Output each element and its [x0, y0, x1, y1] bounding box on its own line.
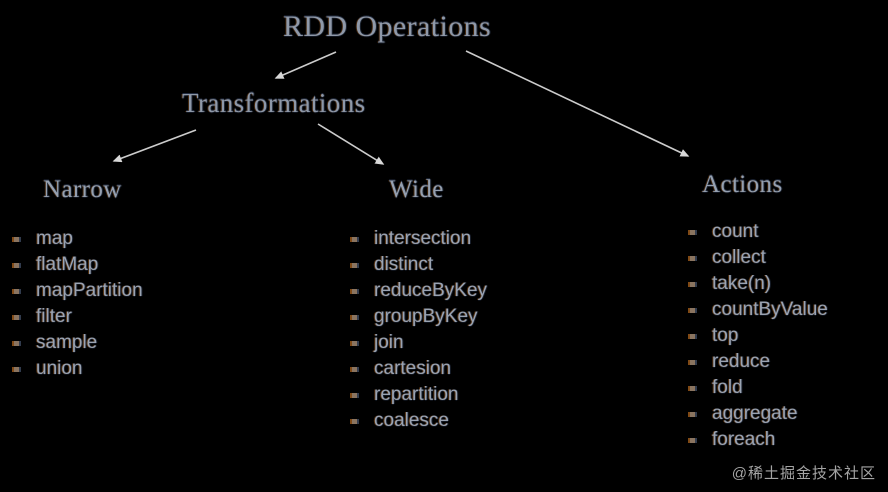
column-actions-list: count collect take(n) countByValue top r…	[690, 219, 828, 453]
bullet-icon	[690, 256, 695, 261]
list-item-label: coalesce	[374, 410, 449, 431]
list-item-label: cartesion	[374, 358, 452, 379]
arrow-transformations-to-narrow	[112, 129, 197, 163]
transformations-heading: Transformations	[182, 88, 366, 118]
bullet-icon	[352, 367, 357, 372]
list-item-label: join	[374, 332, 404, 353]
bullet-icon	[14, 237, 19, 242]
list-item-label: aggregate	[712, 403, 798, 424]
arrow-root-to-transformations	[274, 51, 337, 79]
list-item-label: fold	[712, 377, 743, 398]
list-item: mapPartition	[14, 278, 143, 304]
list-item: fold	[690, 375, 828, 401]
list-item-label: mapPartition	[36, 280, 143, 301]
bullet-icon	[352, 289, 357, 294]
arrow-transformations-to-wide	[317, 123, 385, 165]
list-item: map	[14, 226, 143, 252]
list-item-label: intersection	[374, 228, 472, 249]
list-item: join	[352, 330, 487, 356]
column-narrow-heading: Narrow	[43, 176, 122, 203]
bullet-icon	[690, 308, 695, 313]
list-item: filter	[14, 304, 143, 330]
list-item-label: distinct	[374, 254, 434, 275]
list-item: sample	[14, 330, 143, 356]
column-wide-list: intersection distinct reduceByKey groupB…	[352, 226, 487, 434]
list-item: distinct	[352, 252, 487, 278]
list-item-label: filter	[36, 306, 72, 327]
arrow-root-to-actions	[465, 50, 690, 157]
diagram-title: RDD Operations	[283, 10, 492, 43]
bullet-icon	[352, 237, 357, 242]
list-item-label: top	[712, 325, 739, 346]
column-wide-heading: Wide	[389, 176, 444, 203]
column-narrow-list: map flatMap mapPartition filter sample u…	[14, 226, 143, 382]
list-item-label: take(n)	[712, 273, 772, 294]
bullet-icon	[690, 412, 695, 417]
list-item-label: union	[36, 358, 83, 379]
list-item-label: repartition	[374, 384, 459, 405]
bullet-icon	[690, 438, 695, 443]
list-item-label: collect	[712, 247, 766, 268]
bullet-icon	[14, 263, 19, 268]
column-narrow: Narrow map flatMap mapPartition filter s…	[14, 175, 143, 382]
column-actions: Actions count collect take(n) countByVal…	[690, 170, 828, 453]
bullet-icon	[690, 334, 695, 339]
bullet-icon	[352, 393, 357, 398]
list-item-label: groupByKey	[374, 306, 478, 327]
bullet-icon	[352, 263, 357, 268]
bullet-icon	[352, 419, 357, 424]
column-actions-heading: Actions	[702, 171, 783, 198]
list-item: union	[14, 356, 143, 382]
bullet-icon	[14, 367, 19, 372]
list-item-label: count	[712, 221, 759, 242]
bullet-icon	[352, 341, 357, 346]
list-item-label: map	[36, 228, 73, 249]
list-item: top	[690, 323, 828, 349]
list-item: cartesion	[352, 356, 487, 382]
bullet-icon	[352, 315, 357, 320]
list-item: collect	[690, 245, 828, 271]
list-item: reduceByKey	[352, 278, 487, 304]
list-item: foreach	[690, 427, 828, 453]
list-item: intersection	[352, 226, 487, 252]
watermark: @稀土掘金技术社区	[731, 465, 876, 482]
list-item-label: flatMap	[36, 254, 99, 275]
list-item: coalesce	[352, 408, 487, 434]
list-item: aggregate	[690, 401, 828, 427]
bullet-icon	[690, 282, 695, 287]
list-item: repartition	[352, 382, 487, 408]
list-item-label: countByValue	[712, 299, 828, 320]
column-wide: Wide intersection distinct reduceByKey g…	[352, 175, 487, 434]
list-item: count	[690, 219, 828, 245]
list-item-label: reduceByKey	[374, 280, 488, 301]
bullet-icon	[14, 289, 19, 294]
bullet-icon	[690, 360, 695, 365]
list-item: countByValue	[690, 297, 828, 323]
list-item: flatMap	[14, 252, 143, 278]
list-item-label: reduce	[712, 351, 771, 372]
list-item-label: foreach	[712, 429, 776, 450]
list-item: reduce	[690, 349, 828, 375]
bullet-icon	[690, 230, 695, 235]
list-item-label: sample	[36, 332, 98, 353]
list-item: take(n)	[690, 271, 828, 297]
bullet-icon	[14, 315, 19, 320]
bullet-icon	[690, 386, 695, 391]
bullet-icon	[14, 341, 19, 346]
list-item: groupByKey	[352, 304, 487, 330]
